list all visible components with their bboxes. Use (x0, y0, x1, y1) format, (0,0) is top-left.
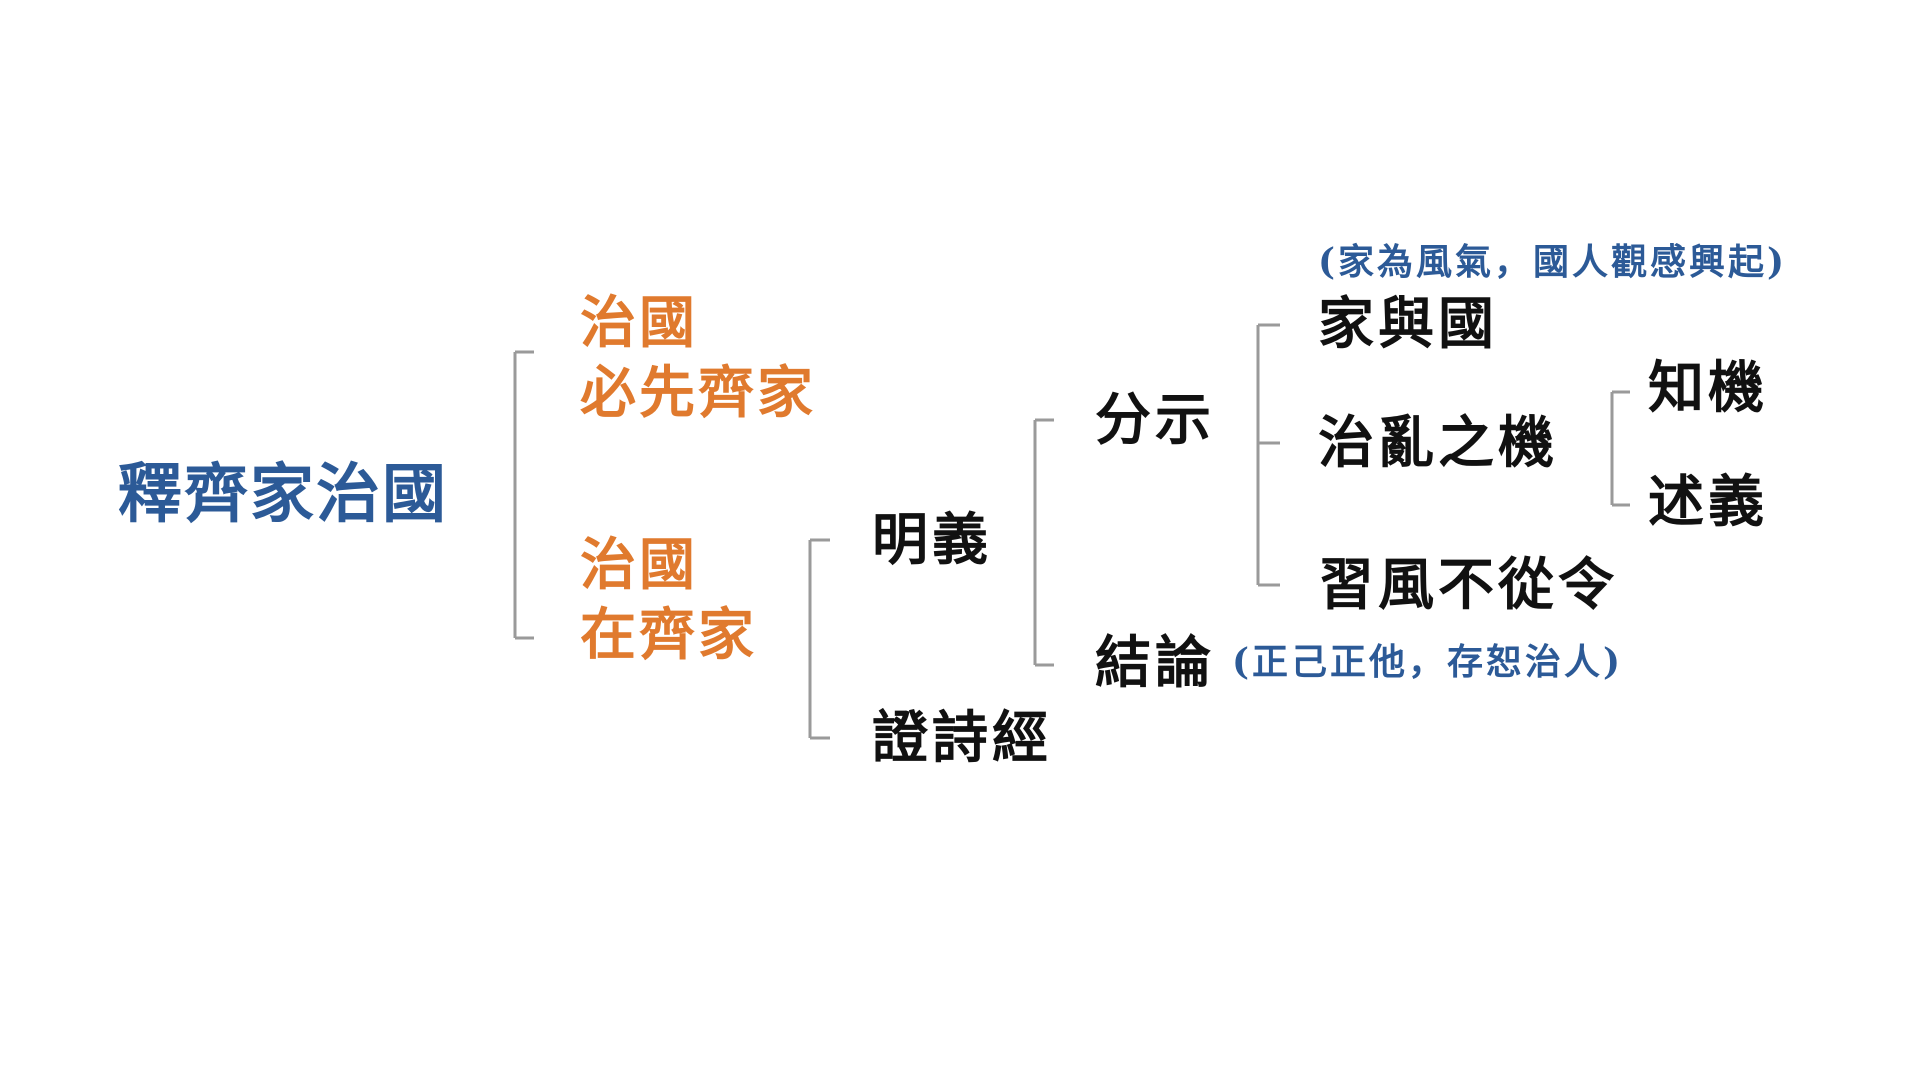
node-jiayuguo: 家與國 (1318, 291, 1498, 357)
branch-bixian-line2: 必先齊家 (580, 360, 816, 426)
branch-zai-line1: 治國 (580, 532, 698, 598)
note-jielun: (正己正他，存恕治人) (1232, 641, 1624, 683)
node-zhiji: 知機 (1648, 355, 1768, 421)
node-xifeng: 習風不從令 (1318, 552, 1618, 618)
branch-zai-qijia: 治國 在齊家 (580, 530, 757, 670)
branch-zai-line2: 在齊家 (580, 602, 757, 668)
node-shuyi: 述義 (1648, 469, 1768, 535)
branch-bixian-qijia: 治國 必先齊家 (580, 288, 816, 428)
node-mingyi: 明義 (872, 507, 992, 573)
node-zhengshijing: 證詩經 (872, 705, 1052, 771)
note-jiayuguo: (家為風氣，國人觀感興起) (1318, 241, 1788, 283)
node-jielun: 結論 (1095, 630, 1215, 696)
root-title: 釋齊家治國 (118, 457, 448, 532)
node-zhiluan: 治亂之機 (1318, 410, 1558, 476)
branch-bixian-line1: 治國 (580, 290, 698, 356)
node-fenshi: 分示 (1095, 387, 1215, 453)
